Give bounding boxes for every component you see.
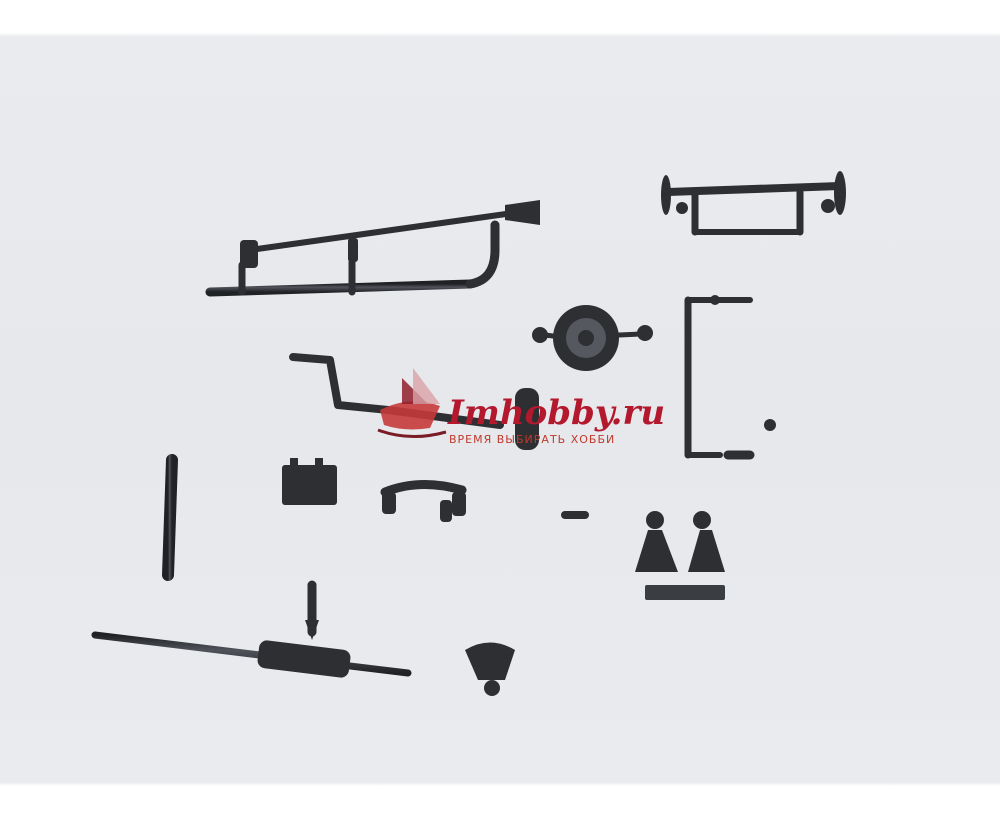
ship-sail-logo-icon	[377, 368, 447, 439]
sprue-left-post	[162, 454, 178, 581]
part-battery-box	[282, 458, 337, 505]
part-top-right-frame	[661, 171, 846, 236]
part-hanging-pins	[305, 580, 319, 640]
watermark-brand: Imhobby.ru	[447, 393, 665, 433]
part-exhaust-rod	[91, 631, 412, 678]
watermark-tagline: ВРЕМЯ ВЫБИРАТЬ ХОББИ	[449, 433, 615, 446]
part-cylinder	[515, 388, 539, 450]
part-bracket	[380, 479, 467, 522]
part-headlamps	[635, 511, 725, 600]
sprue	[91, 171, 846, 696]
part-spare-wheel	[532, 305, 653, 371]
part-right-rod-frame	[684, 295, 776, 459]
watermark	[377, 368, 447, 439]
part-horn-mount	[465, 575, 515, 696]
part-top-left-lever	[205, 200, 540, 297]
